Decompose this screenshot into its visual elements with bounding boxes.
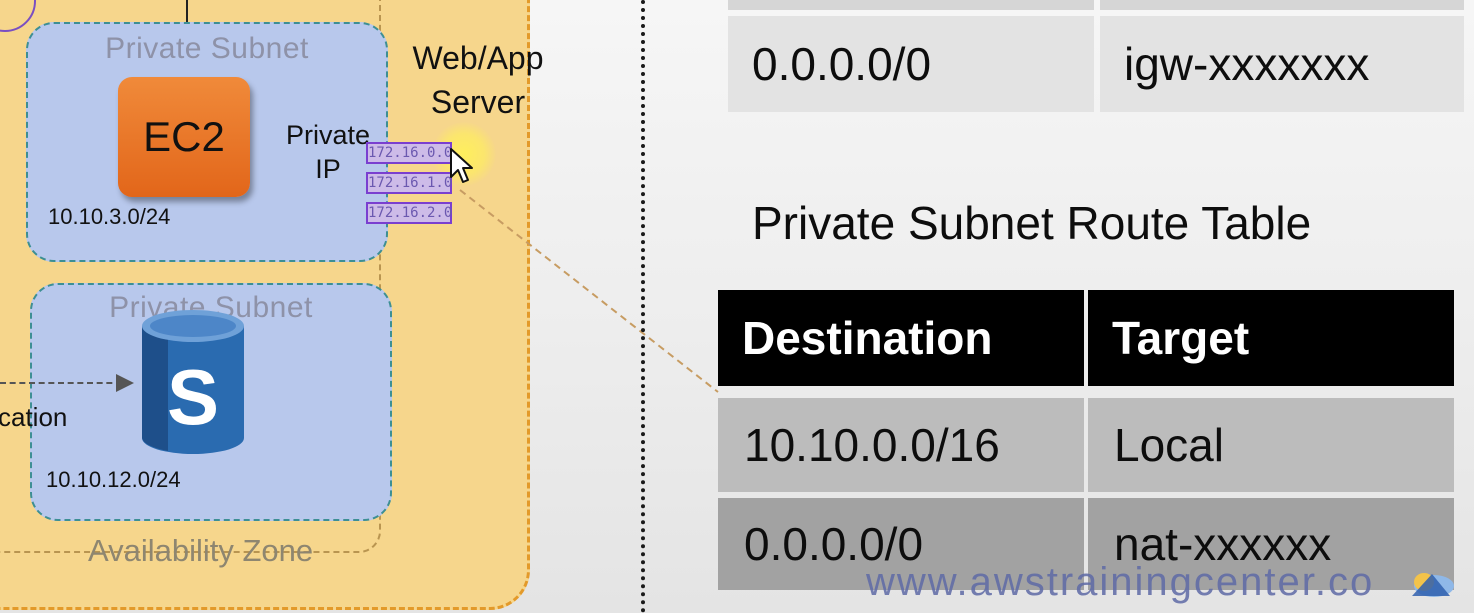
private-subnet-top: Private Subnet 10.10.3.0/24 bbox=[26, 22, 388, 262]
route-table-title: Private Subnet Route Table bbox=[752, 197, 1312, 249]
watermark-logo-icon bbox=[1412, 573, 1454, 597]
private-route-table: Destination Target 10.10.0.0/16 Local 0.… bbox=[718, 290, 1454, 590]
target-header: Target bbox=[1088, 290, 1454, 386]
ec2-label: EC2 bbox=[143, 113, 225, 160]
server-label-line2: Server bbox=[430, 84, 526, 120]
server-label-line1: Web/App bbox=[412, 40, 544, 76]
ip-address-box[interactable]: 172.16.1.0 bbox=[366, 172, 452, 194]
destination-cell: 0.0.0.0/0 bbox=[728, 16, 1094, 112]
private-ip-line2: IP bbox=[315, 154, 341, 184]
table-row bbox=[728, 0, 1464, 10]
watermark-text: www.awstrainingcenter.co bbox=[866, 560, 1375, 604]
table-header-row: Destination Target bbox=[718, 290, 1454, 386]
table-row: 10.10.0.0/16 Local bbox=[718, 398, 1454, 492]
subnet-title: Private Subnet bbox=[105, 32, 309, 65]
availability-zone-inner-border bbox=[0, 0, 381, 553]
ec2-instance-icon: EC2 bbox=[118, 77, 250, 197]
database-icon: S bbox=[142, 310, 244, 454]
destination-cell: 10.10.0.0/16 bbox=[718, 398, 1084, 492]
availability-zone-label: Availability Zone bbox=[88, 533, 314, 568]
subnet-cidr: 10.10.12.0/24 bbox=[46, 467, 181, 492]
table-row: 0.0.0.0/0 igw-xxxxxxx bbox=[728, 16, 1464, 112]
mouse-pointer-icon bbox=[450, 148, 473, 183]
target-cell: Local bbox=[1088, 398, 1454, 492]
target-cell: nat-xxxxxx bbox=[1088, 498, 1454, 590]
destination-cell: 0.0.0.0/0 bbox=[718, 498, 1084, 590]
target-cell: igw-xxxxxxx bbox=[1100, 16, 1464, 112]
private-ip-line1: Private bbox=[285, 120, 371, 150]
private-ip-label: Private IP bbox=[278, 118, 378, 186]
arrow-head-icon bbox=[116, 374, 134, 392]
web-app-server-label: Web/App Server bbox=[398, 36, 558, 124]
table-row: 0.0.0.0/0 nat-xxxxxx bbox=[718, 498, 1454, 590]
vpc-diagram: Private Subnet 10.10.3.0/24 Private Subn… bbox=[0, 0, 719, 613]
destination-header: Destination bbox=[718, 290, 1084, 386]
slide-divider bbox=[641, 0, 645, 613]
subnet-cidr: 10.10.3.0/24 bbox=[48, 204, 171, 229]
ip-address-box[interactable]: 172.16.2.0 bbox=[366, 202, 452, 224]
db-label: S bbox=[167, 353, 219, 441]
ip-address-box[interactable]: 172.16.0.0 bbox=[366, 142, 452, 164]
connection-arrow-line bbox=[0, 382, 122, 384]
public-route-table-partial: 0.0.0.0/0 igw-xxxxxxx bbox=[728, 0, 1464, 112]
truncated-label: cation bbox=[0, 402, 68, 432]
callout-connector bbox=[459, 189, 719, 393]
